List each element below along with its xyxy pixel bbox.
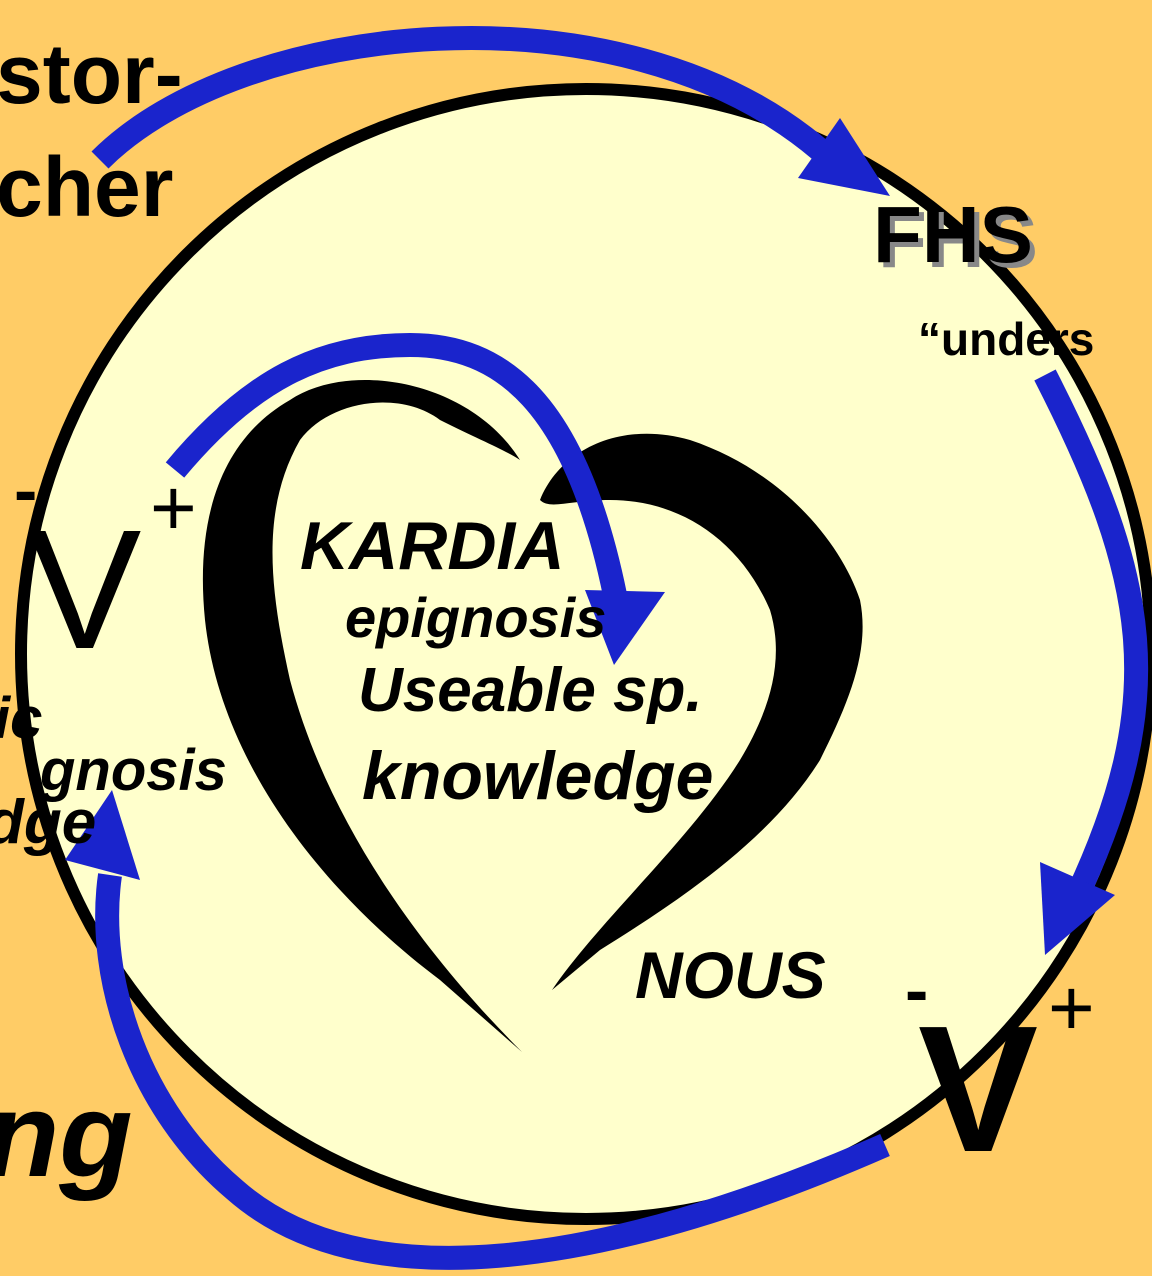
right-v: V bbox=[918, 989, 1039, 1190]
useable-label: Useable sp. bbox=[358, 656, 703, 725]
heart-right-stroke bbox=[540, 433, 863, 991]
top-left-line1: stor- bbox=[0, 27, 183, 121]
arrow-inner-head bbox=[585, 590, 665, 665]
epignosis-label: epignosis bbox=[345, 586, 607, 649]
kardia-label: KARDIA bbox=[300, 508, 565, 584]
right-minus: - bbox=[905, 951, 929, 1029]
fhs-sublabel: “unders bbox=[918, 313, 1095, 365]
left-plus: + bbox=[150, 463, 197, 552]
left-gnosis: gnosis bbox=[40, 738, 227, 803]
arrow-top bbox=[91, 26, 828, 169]
nous-label: NOUS bbox=[635, 938, 826, 1012]
top-left-line2: cher bbox=[0, 140, 174, 234]
arrow-top-head bbox=[798, 118, 890, 196]
left-minus: - bbox=[14, 451, 38, 529]
arrow-right-head bbox=[1040, 862, 1115, 955]
left-ic: ic bbox=[0, 686, 43, 751]
arrow-right bbox=[1034, 369, 1149, 906]
heart-left-stroke bbox=[202, 380, 522, 1052]
knowledge-label: knowledge bbox=[362, 738, 714, 814]
arrow-inner bbox=[165, 332, 627, 598]
fhs-label: FHS bbox=[873, 190, 1033, 279]
arrow-bottom bbox=[95, 873, 890, 1270]
left-dge: dge bbox=[0, 788, 97, 857]
left-v: V bbox=[28, 495, 142, 685]
right-plus: + bbox=[1048, 963, 1095, 1052]
arrow-bottom-head bbox=[65, 790, 140, 880]
bottom-left-text: ng bbox=[0, 1068, 133, 1202]
